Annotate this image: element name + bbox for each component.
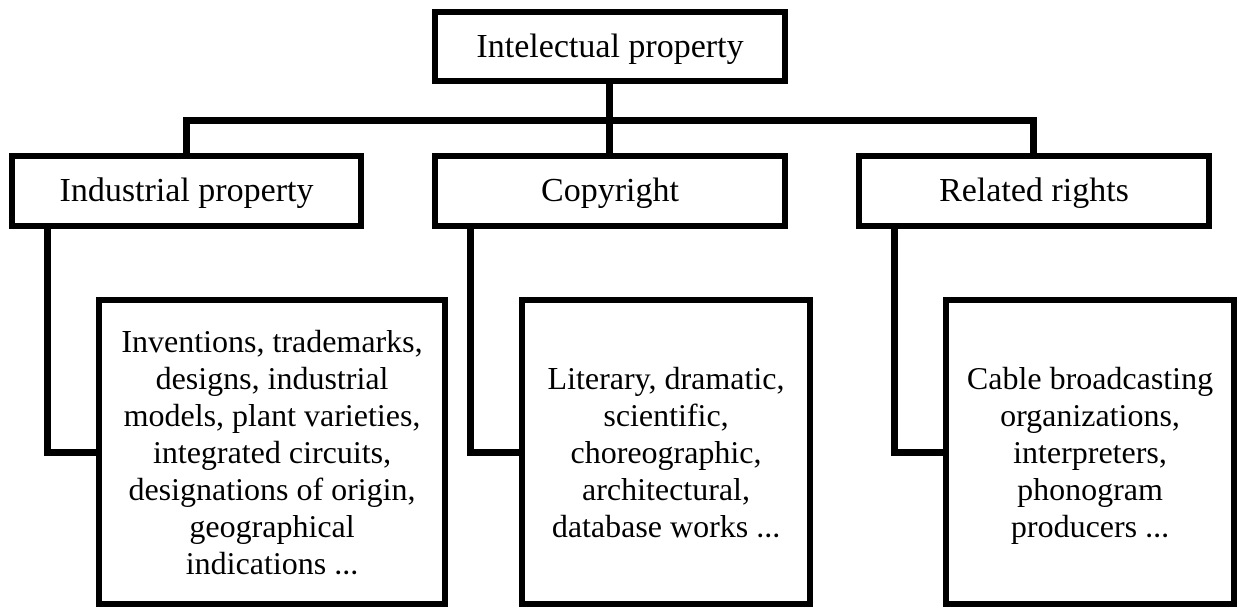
description-line: scientific, xyxy=(603,396,729,433)
description-line: Cable broadcasting xyxy=(966,359,1214,396)
description-line: database works ... xyxy=(551,507,781,544)
description-line: indications ... xyxy=(185,544,359,581)
category-node-related-rights: Related rights xyxy=(856,153,1212,229)
root-stem-line xyxy=(606,80,613,124)
description-line: producers ... xyxy=(1010,507,1170,544)
description-line: choreographic, xyxy=(570,433,762,470)
related-drop-line xyxy=(1030,117,1037,159)
category-node-copyright: Copyright xyxy=(432,153,788,229)
description-line: interpreters, xyxy=(1013,433,1167,470)
description-box-related-rights: Cable broadcasting organizations, interp… xyxy=(943,297,1237,607)
description-line: models, plant varieties, xyxy=(123,396,421,433)
description-line: Literary, dramatic, xyxy=(547,359,785,396)
category-label: Related rights xyxy=(939,172,1129,209)
description-box-industrial-property: Inventions, trademarks, designs, industr… xyxy=(96,297,448,607)
industrial-elbow-horizontal xyxy=(44,449,102,456)
category-label: Copyright xyxy=(541,172,679,209)
category-label: Industrial property xyxy=(59,172,314,209)
root-node-label: Intelectual property xyxy=(476,27,744,65)
description-line: organizations, xyxy=(1000,396,1180,433)
industrial-elbow-vertical xyxy=(44,225,51,456)
root-node: Intelectual property xyxy=(432,9,788,84)
description-line: designs, industrial xyxy=(155,359,389,396)
related-elbow-horizontal xyxy=(891,449,949,456)
description-line: designations of origin, xyxy=(128,470,416,507)
description-line: phonogram xyxy=(1017,470,1163,507)
copyright-drop-line xyxy=(606,117,613,159)
description-line: Inventions, trademarks, xyxy=(121,322,423,359)
related-elbow-vertical xyxy=(891,225,898,456)
copyright-elbow-vertical xyxy=(467,225,474,456)
description-line: architectural, xyxy=(582,470,750,507)
copyright-elbow-horizontal xyxy=(467,449,525,456)
category-node-industrial-property: Industrial property xyxy=(9,153,364,229)
description-line: geographical xyxy=(189,507,355,544)
description-line: integrated circuits, xyxy=(152,433,392,470)
description-box-copyright: Literary, dramatic, scientific, choreogr… xyxy=(519,297,813,607)
industrial-drop-line xyxy=(183,117,190,159)
